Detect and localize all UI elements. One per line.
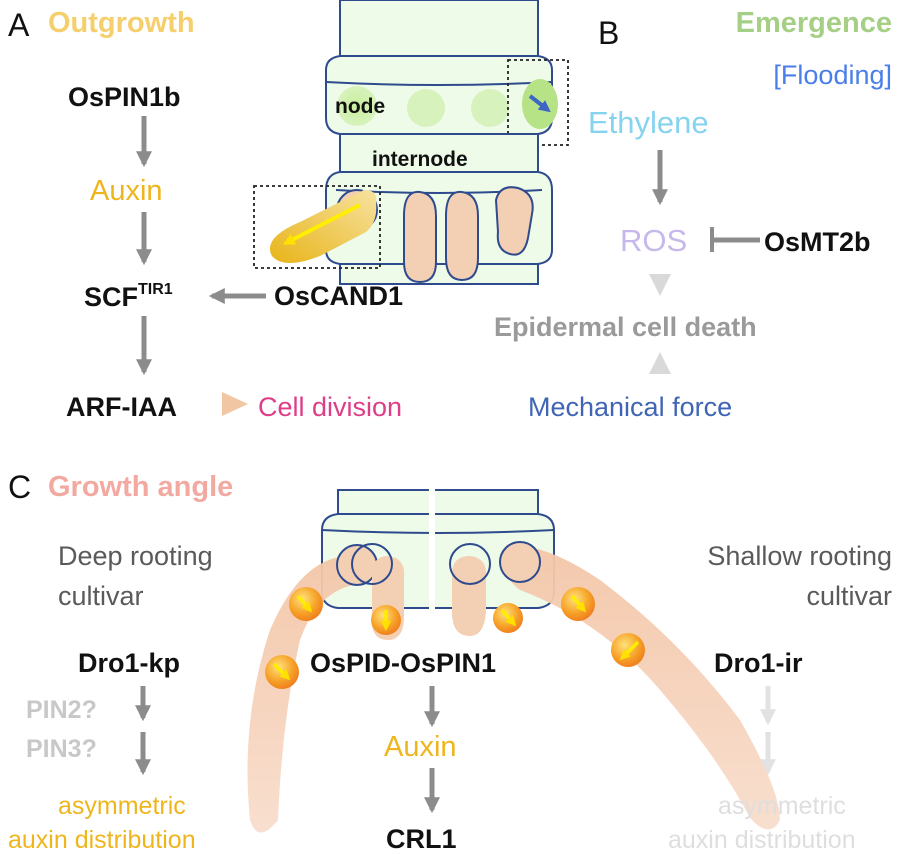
panel-a-letter: A — [8, 7, 30, 43]
shallow-rooting-label: Shallow rooting — [707, 541, 892, 571]
gravity-arrow — [619, 640, 640, 661]
pin3-label: PIN3? — [26, 735, 97, 763]
shallow-root-inner — [452, 556, 487, 636]
asym-right-label-1: asymmetric — [718, 792, 846, 820]
triangle-arfiaa-division — [222, 392, 248, 416]
stem-top-segment — [339, 0, 539, 61]
ethylene-label: Ethylene — [588, 105, 709, 140]
panel-a: A Outgrowth OsPIN1b Auxin SCFTIR1 OsCAND… — [8, 7, 403, 422]
cultivar-label-left: cultivar — [58, 581, 144, 611]
gravity-arrow — [500, 608, 517, 627]
crown-root — [403, 190, 437, 284]
node-bud — [471, 89, 509, 127]
panel-b: B Emergence [Flooding] Ethylene ROS OsMT… — [494, 7, 892, 422]
emergence-arrow — [528, 94, 551, 113]
arf-iaa-label: ARF-IAA — [66, 392, 177, 422]
deep-root-outer — [247, 556, 358, 833]
asym-right-label-2: auxin distribution — [668, 826, 856, 854]
triangle-ros-death — [649, 274, 671, 296]
crown-root — [445, 190, 479, 282]
flooding-label: [Flooding] — [773, 60, 892, 90]
stem-illustration: node internode — [253, 0, 569, 285]
shallow-root-outer — [504, 546, 780, 830]
stem-c-band-line — [321, 529, 555, 534]
outgrowth-arrow — [282, 203, 361, 245]
pin2-label: PIN2? — [26, 696, 97, 724]
epidermal-label: Epidermal cell death — [494, 312, 757, 342]
root-ring — [351, 543, 393, 585]
gravity-arrow — [272, 662, 291, 681]
ospid-ospin1-label: OsPID-OsPIN1 — [310, 648, 496, 678]
asym-left-label-2: auxin distribution — [8, 826, 196, 854]
dro1-kp-label: Dro1-kp — [78, 648, 180, 678]
auxin-label-a: Auxin — [90, 175, 163, 207]
panel-divider — [429, 488, 435, 818]
panel-a-title: Outgrowth — [48, 7, 195, 39]
crl1-label: CRL1 — [386, 824, 457, 854]
cell-division-label: Cell division — [258, 392, 402, 422]
auxin-label-c: Auxin — [384, 731, 457, 763]
panel-b-title: Emergence — [736, 7, 892, 39]
stem-lower-node — [325, 171, 553, 265]
node-bud — [337, 86, 377, 126]
mechanical-label: Mechanical force — [528, 392, 732, 422]
asym-left-label-1: asymmetric — [58, 792, 186, 820]
gravity-arrow — [570, 594, 587, 613]
root-ring — [449, 543, 491, 585]
cultivar-label-right: cultivar — [806, 581, 892, 611]
deep-rooting-label: Deep rooting — [58, 541, 213, 571]
outgrowth-highlight-box — [253, 185, 381, 269]
node-label: node — [335, 95, 385, 118]
node-bud — [407, 89, 445, 127]
panel-c: C Growth angle Deep rooting culti — [8, 469, 892, 854]
panel-c-title: Growth angle — [48, 471, 233, 503]
dro1-ir-label: Dro1-ir — [714, 648, 803, 678]
gravity-arrow — [296, 594, 313, 613]
osmt2b-label: OsMT2b — [764, 227, 871, 257]
root-ring — [499, 541, 541, 583]
panel-c-letter: C — [8, 469, 31, 505]
ospin1b-label: OsPIN1b — [68, 82, 181, 112]
node-band-line — [325, 81, 553, 86]
internode-label: internode — [372, 148, 468, 171]
ros-label: ROS — [620, 223, 687, 258]
crown-root — [494, 186, 534, 256]
oscand1-label: OsCAND1 — [274, 281, 403, 311]
stem-bottom — [339, 263, 539, 285]
scf-label: SCFTIR1 — [84, 281, 173, 312]
panel-b-letter: B — [598, 15, 619, 51]
triangle-force-death — [649, 352, 671, 374]
